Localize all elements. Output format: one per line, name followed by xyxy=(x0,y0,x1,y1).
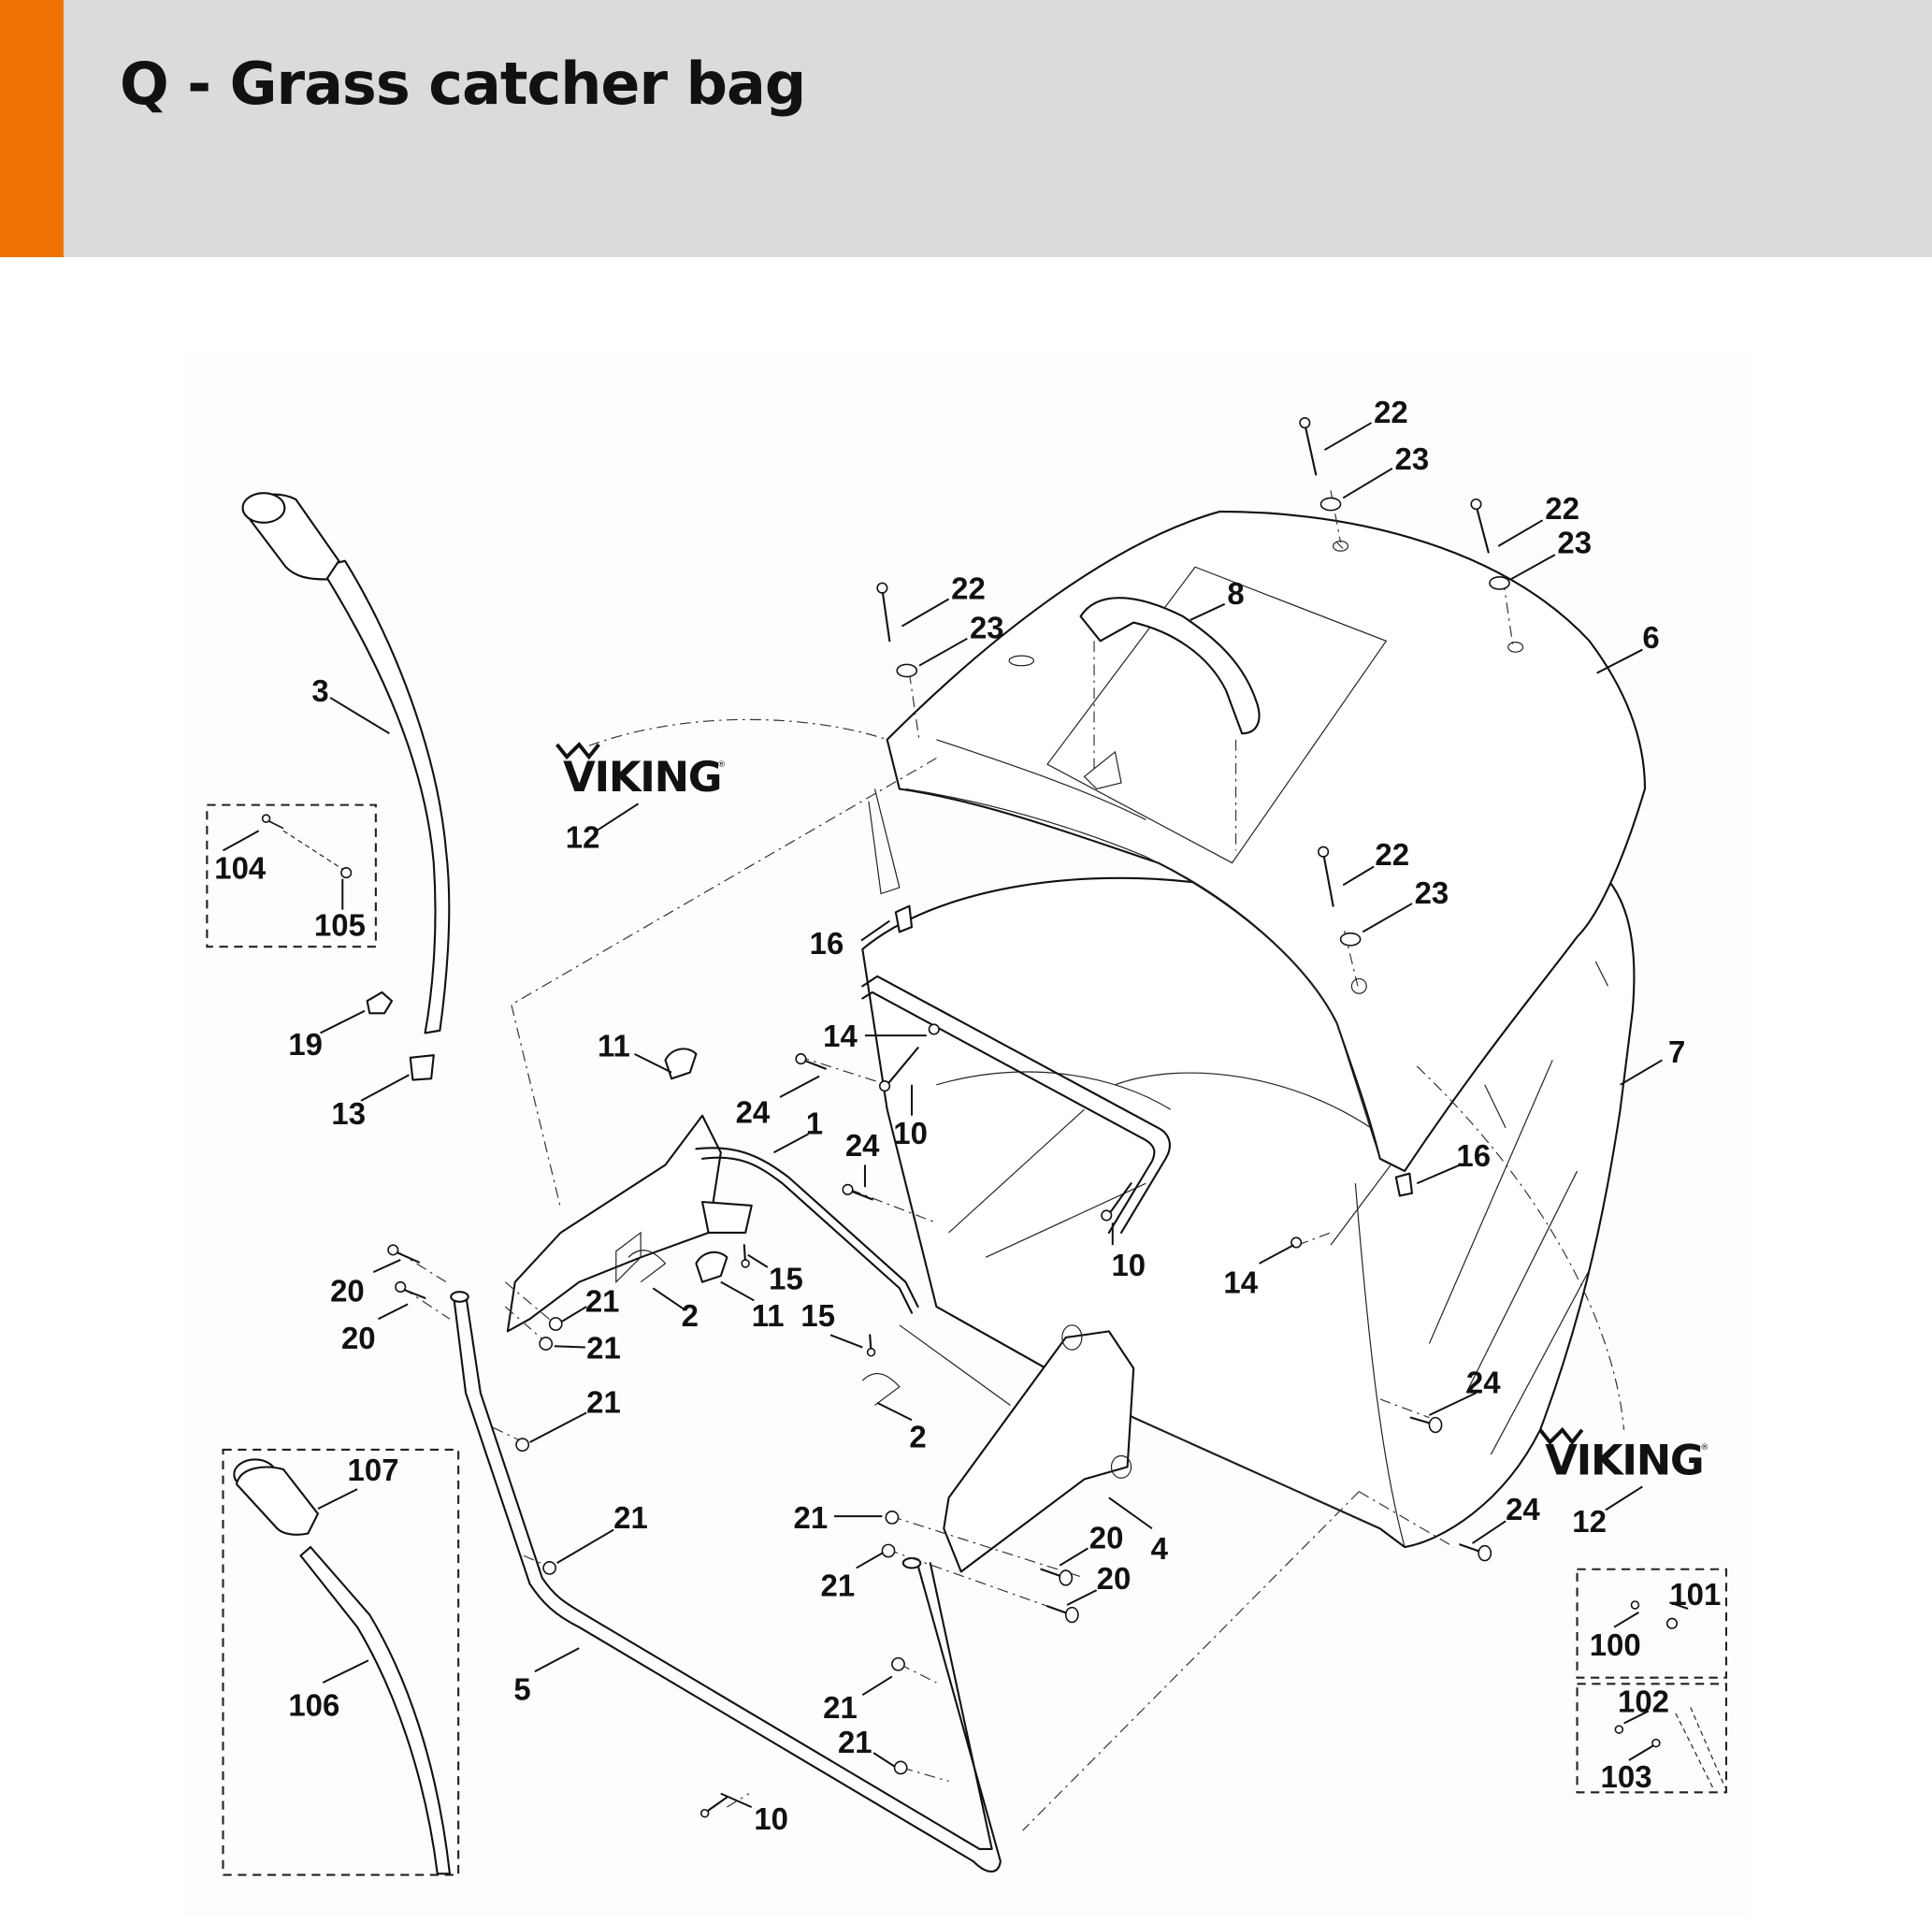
callout-15: 15 xyxy=(769,1262,803,1296)
callout-23: 23 xyxy=(1557,526,1592,560)
callout-20: 20 xyxy=(330,1274,365,1309)
callout-16: 16 xyxy=(1456,1138,1491,1173)
callout-10: 10 xyxy=(893,1116,928,1150)
callout-15: 15 xyxy=(800,1298,835,1333)
callout-21: 21 xyxy=(613,1500,648,1535)
viking-logo-12b: VIKING ® xyxy=(1538,1426,1709,1484)
callout-11: 11 xyxy=(598,1028,630,1063)
callout-101: 101 xyxy=(1669,1577,1721,1612)
callout-6: 6 xyxy=(1642,620,1659,655)
upper-frame xyxy=(861,975,1171,1235)
viking-logo-12a: VIKING ® xyxy=(555,742,726,802)
handle-tube-3 xyxy=(241,492,451,1081)
callout-102: 102 xyxy=(1618,1684,1669,1719)
header-band: Q - Grass catcher bag xyxy=(0,0,1932,257)
callout-105: 105 xyxy=(314,907,366,942)
callout-104: 104 xyxy=(214,851,267,886)
callout-23: 23 xyxy=(1415,875,1449,910)
assembly-lines xyxy=(396,490,1625,1831)
bottom-frame xyxy=(450,1291,1002,1873)
callout-1: 1 xyxy=(806,1106,823,1141)
callout-103: 103 xyxy=(1601,1759,1652,1794)
callout-22: 22 xyxy=(1375,837,1409,872)
svg-text:®: ® xyxy=(717,759,726,770)
callout-3: 3 xyxy=(311,673,328,708)
bag-lid xyxy=(868,510,1647,1173)
callout-14: 14 xyxy=(823,1019,858,1053)
lower-bracket xyxy=(899,1324,1135,1573)
callout-23: 23 xyxy=(1395,441,1430,476)
viking-logo-text: VIKING xyxy=(563,752,721,802)
callout-12: 12 xyxy=(566,820,600,855)
kit-box-102-103 xyxy=(1576,1683,1728,1794)
callout-23: 23 xyxy=(970,611,1004,645)
callout-100: 100 xyxy=(1590,1627,1641,1662)
callout-19: 19 xyxy=(288,1027,323,1062)
callout-24: 24 xyxy=(1466,1365,1501,1399)
fasteners xyxy=(387,416,1524,1818)
callout-24: 24 xyxy=(736,1095,771,1130)
handle-tube-106 xyxy=(233,1458,451,1875)
kit-hardware xyxy=(261,814,1726,1788)
callout-10: 10 xyxy=(1111,1248,1146,1282)
callout-4: 4 xyxy=(1151,1531,1169,1566)
callout-20: 20 xyxy=(1089,1520,1124,1554)
callout-22: 22 xyxy=(1374,395,1408,429)
callout-21: 21 xyxy=(821,1569,856,1603)
callout-2: 2 xyxy=(682,1298,699,1333)
callout-13: 13 xyxy=(331,1096,366,1131)
callout-21: 21 xyxy=(823,1690,858,1725)
left-side-plate xyxy=(506,1114,919,1333)
callouts: 22 23 22 23 22 23 8 6 22 23 3 12 104 105… xyxy=(214,395,1721,1836)
svg-text:®: ® xyxy=(1700,1442,1709,1453)
kit-box-104-105 xyxy=(206,803,377,948)
page-title: Q - Grass catcher bag xyxy=(120,50,806,118)
lid-handle xyxy=(1079,597,1261,851)
callout-21: 21 xyxy=(838,1725,872,1759)
callout-14: 14 xyxy=(1223,1265,1258,1300)
callout-5: 5 xyxy=(513,1671,530,1706)
callout-10: 10 xyxy=(754,1801,788,1836)
callout-24: 24 xyxy=(1506,1492,1540,1526)
callout-20: 20 xyxy=(1097,1561,1132,1596)
callout-22: 22 xyxy=(951,571,986,606)
callout-107: 107 xyxy=(348,1453,399,1487)
callout-2: 2 xyxy=(909,1419,926,1453)
callout-16: 16 xyxy=(810,926,844,961)
kit-box-100-101 xyxy=(1576,1568,1728,1679)
callout-22: 22 xyxy=(1545,491,1579,526)
callout-21: 21 xyxy=(586,1330,621,1365)
callout-21: 21 xyxy=(585,1283,620,1318)
callout-20: 20 xyxy=(341,1321,376,1355)
callout-8: 8 xyxy=(1227,576,1244,611)
viking-logo-text: VIKING xyxy=(1545,1435,1703,1484)
callout-24: 24 xyxy=(845,1128,880,1163)
callout-11: 11 xyxy=(752,1298,785,1333)
callout-106: 106 xyxy=(288,1688,339,1723)
callout-7: 7 xyxy=(1668,1034,1685,1069)
callout-21: 21 xyxy=(794,1500,829,1535)
accent-bar xyxy=(0,0,64,257)
callout-12: 12 xyxy=(1572,1504,1607,1539)
kit-box-106-107 xyxy=(222,1448,460,1876)
callout-21: 21 xyxy=(586,1384,621,1419)
